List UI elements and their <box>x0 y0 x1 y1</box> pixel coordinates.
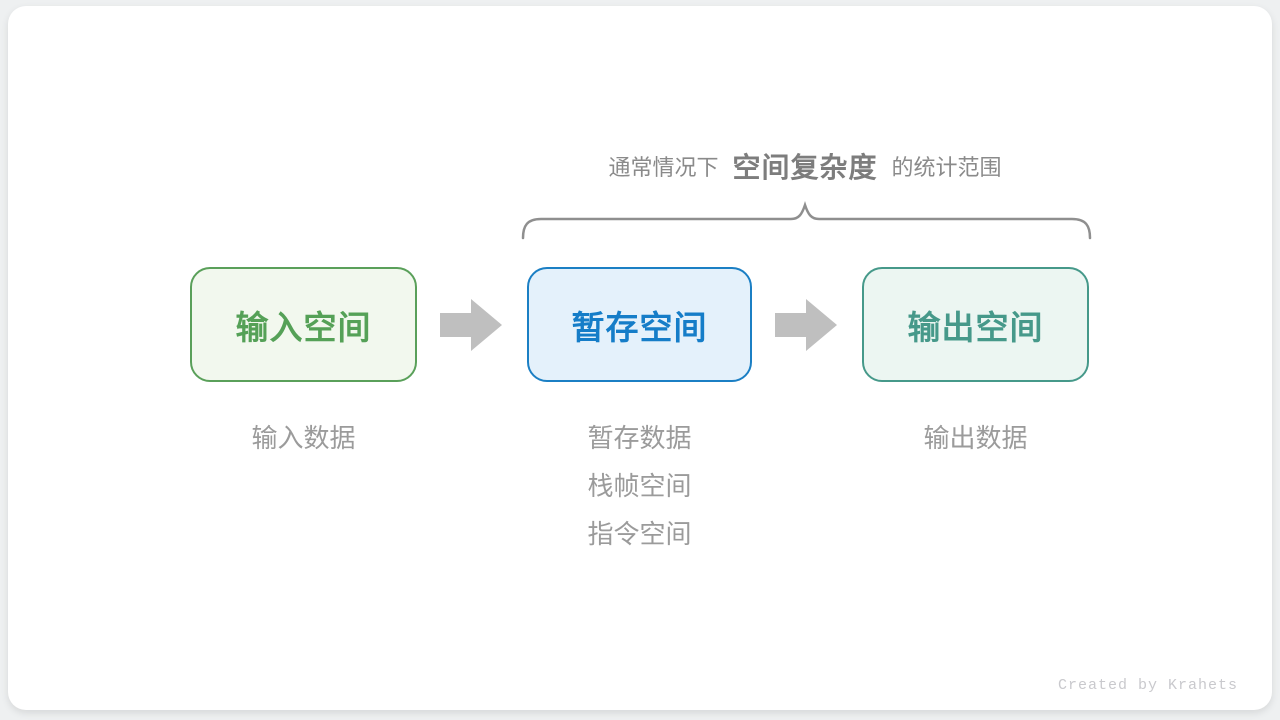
output-space-label: 输出空间 <box>907 308 1044 346</box>
title-suffix: 的统计范围 <box>891 155 1002 180</box>
title-emphasis: 空间复杂度 <box>732 152 878 183</box>
note-item: 输出数据 <box>923 423 1028 453</box>
title-prefix: 通常情况下 <box>608 155 719 180</box>
input-space-label: 输入空间 <box>235 308 372 346</box>
note-item: 输入数据 <box>251 423 356 453</box>
note-item: 指令空间 <box>587 519 692 549</box>
buffer-space-notes: 暂存数据 栈帧空间 指令空间 <box>526 414 753 558</box>
arrow-right-icon <box>775 299 837 351</box>
output-space-box: 输出空间 <box>862 267 1089 382</box>
buffer-space-label: 暂存空间 <box>571 308 708 346</box>
credit-watermark: Created by Krahets <box>1057 677 1238 694</box>
diagram-title: 通常情况下 空间复杂度 的统计范围 <box>400 146 1210 186</box>
note-item: 暂存数据 <box>587 423 692 453</box>
arrow-right-icon <box>440 299 502 351</box>
input-space-box: 输入空间 <box>190 267 417 382</box>
input-space-notes: 输入数据 <box>190 414 417 462</box>
buffer-space-box: 暂存空间 <box>527 267 752 382</box>
output-space-notes: 输出数据 <box>862 414 1089 462</box>
top-curly-brace-icon <box>521 201 1092 240</box>
note-item: 栈帧空间 <box>587 471 692 501</box>
